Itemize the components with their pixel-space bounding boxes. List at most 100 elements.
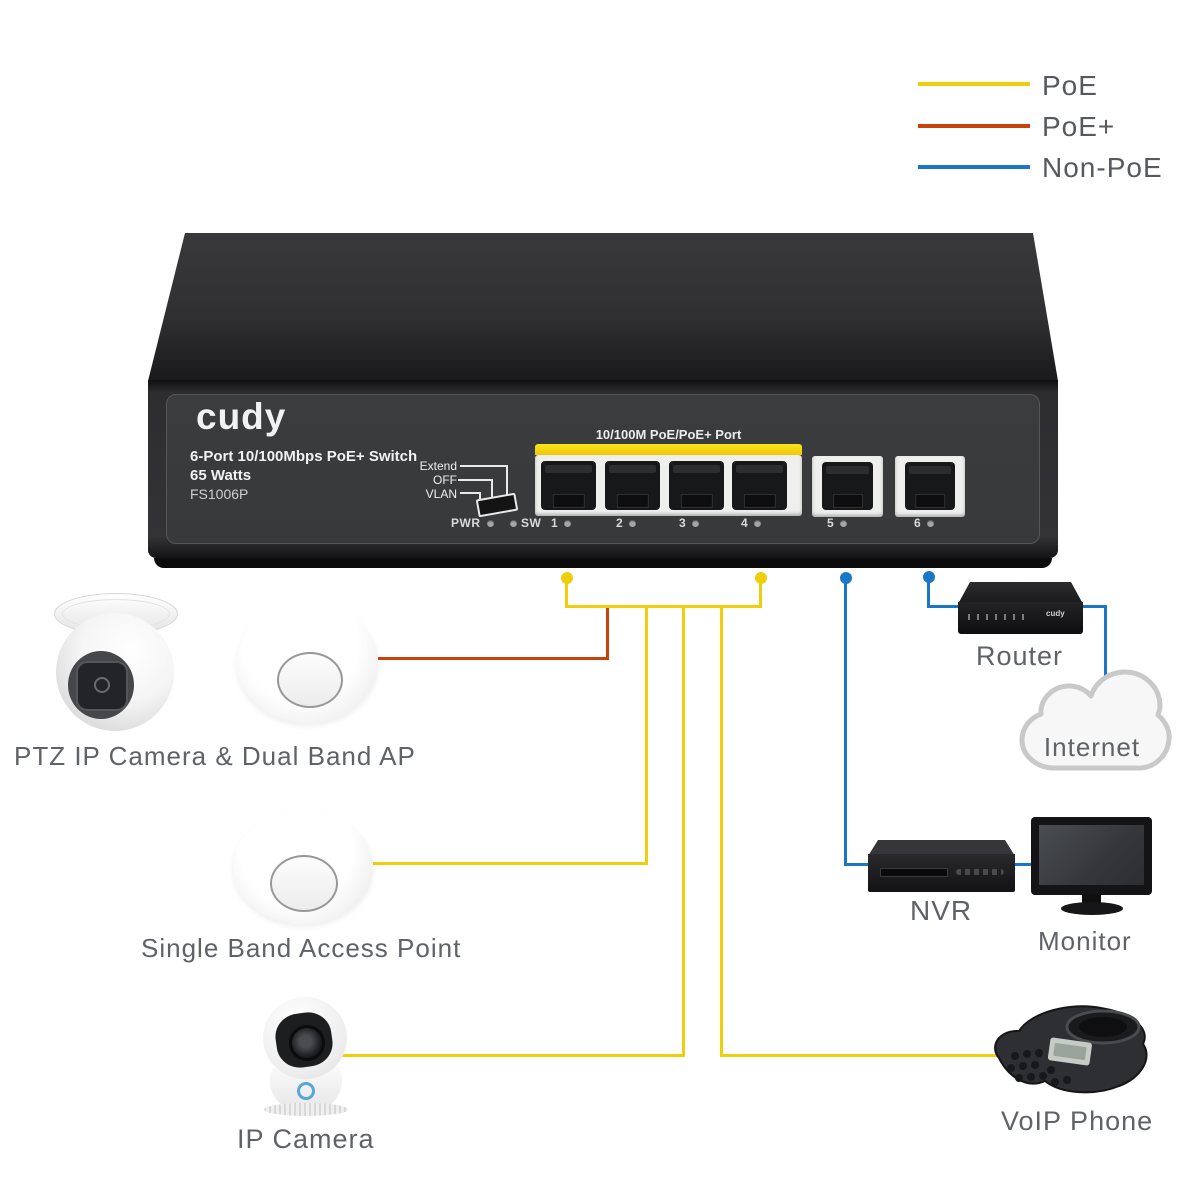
label-router: Router [976, 641, 1064, 671]
ip-camera-lens [289, 1025, 325, 1061]
switch-watts: 65 Watts [190, 467, 252, 484]
router: cudy [958, 582, 1083, 634]
line-port5-vertical [844, 580, 847, 866]
legend-line-poe [918, 82, 1030, 86]
dip-leader-extend [460, 465, 508, 467]
internet-cloud: Internet [1012, 666, 1172, 778]
tap-dot-port5 [840, 572, 852, 584]
single-band-ap [233, 810, 373, 924]
dual-band-ap-ring [277, 652, 343, 708]
legend-label-poe-plus: PoE+ [1042, 111, 1116, 142]
poe-group-yellow-bar [535, 444, 802, 455]
rj45-port-3 [669, 461, 724, 510]
line-poe-to-voip [720, 1054, 1003, 1057]
label-ptz-ap: PTZ IP Camera & Dual Band AP [14, 741, 416, 771]
dip-leader-extend-v [506, 465, 508, 498]
ip-camera-foot [264, 1103, 348, 1116]
sw-label: SW [521, 516, 542, 530]
switch-bottom-lip [154, 558, 1052, 568]
port-led-4 [754, 520, 761, 527]
nvr [868, 840, 1015, 892]
pwr-label: PWR [451, 516, 481, 530]
line-router-to-internet [1104, 605, 1107, 679]
ptz-camera [50, 593, 180, 741]
ptz-camera-lens-glyph [94, 677, 110, 693]
cloud-shape [1019, 669, 1172, 771]
line-poe-to-single-ap [373, 862, 648, 865]
switch-brand-logo: cudy [196, 396, 287, 437]
tap-dot-port1 [561, 572, 573, 584]
dip-leader-off [458, 479, 493, 481]
port-label-5: 5 [827, 516, 835, 530]
nvr-top-face [868, 840, 1015, 856]
dip-leader-vlan-v [479, 492, 481, 503]
port-label-3: 3 [679, 516, 687, 530]
dual-band-ap [237, 602, 378, 723]
rj45-port-5 [822, 462, 873, 510]
switch-title: 6-Port 10/100Mbps PoE+ Switch [190, 448, 418, 465]
port-led-6 [927, 520, 934, 527]
rj45-port-1 [541, 461, 596, 510]
line-poe-to-ip-camera [342, 1054, 685, 1057]
port-label-2: 2 [616, 516, 624, 530]
line-to-router [927, 605, 964, 608]
router-top-face [958, 582, 1083, 604]
tap-dot-port4 [755, 572, 767, 584]
internet-label: Internet [1043, 732, 1141, 762]
line-port1-drop [565, 580, 568, 608]
legend-line-poe-plus [918, 124, 1030, 128]
port-led-3 [692, 520, 699, 527]
port-led-5 [840, 520, 847, 527]
port-label-1: 1 [551, 516, 559, 530]
dip-leader-off-v [491, 479, 493, 501]
label-nvr: NVR [910, 895, 973, 926]
line-nvr-to-monitor [1012, 863, 1037, 866]
dip-label-vlan: VLAN [425, 487, 457, 501]
port-led-2 [629, 520, 636, 527]
monitor-base [1061, 902, 1123, 915]
rj45-port-2 [605, 461, 660, 510]
dip-label-extend: Extend [419, 459, 457, 473]
port-led-1 [564, 520, 571, 527]
poe-group-label: 10/100M PoE/PoE+ Port [595, 427, 742, 442]
router-led-row [968, 614, 1030, 620]
line-poeplus-to-dual-ap [378, 657, 609, 660]
monitor-neck [1082, 894, 1101, 904]
line-poe-vertical-ip-camera [682, 608, 685, 1057]
line-poe-bus [565, 605, 762, 608]
line-poe-vertical-single-ap [645, 608, 648, 865]
tap-dot-port6 [923, 571, 935, 583]
nvr-vent-slot [880, 868, 948, 877]
pwr-led [487, 520, 494, 527]
line-poeplus-vertical [606, 608, 609, 660]
legend-line-non-poe [918, 165, 1030, 169]
dip-leader-vlan [460, 492, 481, 494]
label-ip-camera: IP Camera [237, 1124, 375, 1154]
label-voip: VoIP Phone [1001, 1106, 1154, 1136]
switch-top-face [148, 233, 1058, 381]
router-brand: cudy [1046, 609, 1065, 618]
line-router-out [1080, 605, 1107, 608]
monitor [1031, 817, 1152, 915]
line-port4-drop [759, 580, 762, 608]
voip-phone-shape [994, 1005, 1148, 1094]
sw-led [510, 520, 517, 527]
port-label-4: 4 [741, 516, 749, 530]
label-monitor: Monitor [1038, 926, 1132, 956]
legend-label-non-poe: Non-PoE [1042, 152, 1163, 183]
line-port6-vertical [927, 579, 930, 608]
line-to-nvr [844, 863, 874, 866]
nvr-buttons [956, 869, 1004, 875]
label-single-ap: Single Band Access Point [141, 933, 462, 963]
monitor-screen [1039, 825, 1144, 885]
ip-camera-led-ring [297, 1082, 315, 1100]
rj45-port-6 [905, 462, 955, 510]
ip-camera [258, 997, 353, 1117]
dip-label-off: OFF [433, 473, 457, 487]
line-poe-vertical-voip [720, 608, 723, 1057]
switch-model: FS1006P [190, 486, 249, 502]
rj45-port-4 [732, 461, 787, 510]
legend-label-poe: PoE [1042, 70, 1098, 101]
voip-phone [985, 1000, 1160, 1100]
